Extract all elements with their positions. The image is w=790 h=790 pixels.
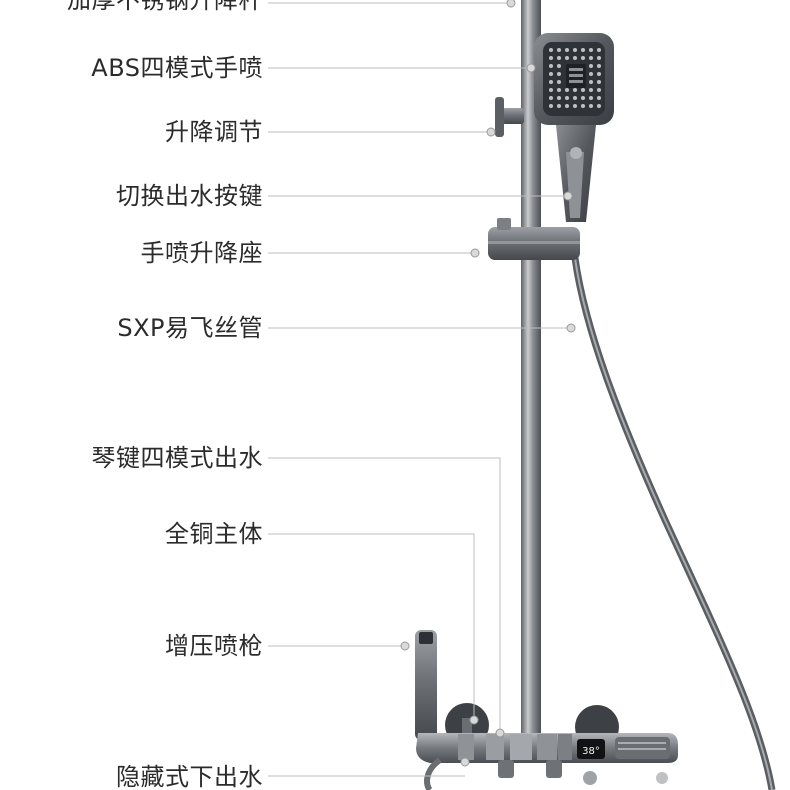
switch-button <box>570 147 582 159</box>
hand-shower <box>534 33 614 222</box>
label-switch-button: 切换出水按键 <box>116 182 263 210</box>
mixer-body: 38° <box>416 733 678 763</box>
label-hidden-outlet: 隐藏式下出水 <box>116 763 263 790</box>
label-lift-adjust: 升降调节 <box>165 118 263 146</box>
nozzle-grid <box>549 48 601 108</box>
lifting-rod <box>521 0 541 745</box>
display-temperature: 38° <box>582 746 600 757</box>
label-hose: SXP易飞丝管 <box>117 314 263 342</box>
label-piano-keys: 琴键四模式出水 <box>91 444 263 472</box>
label-booster-gun: 增压喷枪 <box>165 632 263 660</box>
digital-display <box>577 739 605 759</box>
adjust-knob <box>495 97 504 137</box>
booster-spray-gun <box>415 630 437 740</box>
shower-seat <box>488 218 580 260</box>
leader-lines <box>268 2 571 777</box>
label-hand-spray: ABS四模式手喷 <box>91 54 263 82</box>
label-copper-body: 全铜主体 <box>165 520 263 548</box>
label-lifting-rod: 加厚不锈钢升降杆 <box>67 0 263 14</box>
marker-dots <box>400 0 576 767</box>
label-spray-seat: 手喷升降座 <box>140 239 263 267</box>
